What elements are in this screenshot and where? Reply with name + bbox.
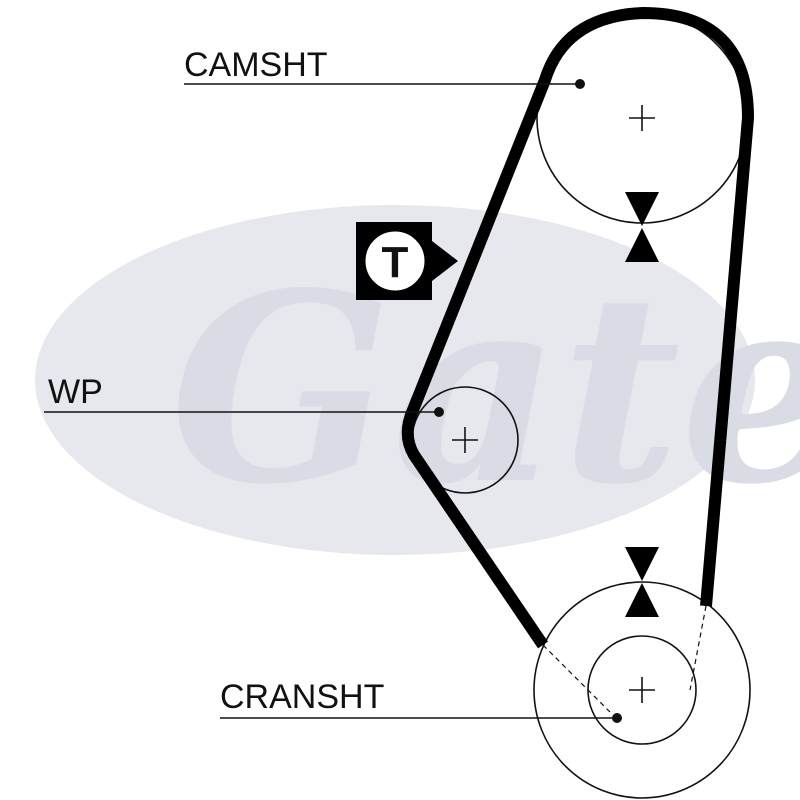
watermark-oval <box>35 205 755 555</box>
tensioner-symbol: T <box>356 222 458 300</box>
crankshaft-mark-upper-triangle <box>625 547 659 581</box>
watermark-text: Gates <box>170 237 800 542</box>
water-pump-label: WP <box>48 373 103 411</box>
crankshaft-label-group: CRANSHT <box>220 678 617 719</box>
camshaft-mark-lower-triangle <box>625 228 659 262</box>
tensioner-letter: T <box>382 238 409 287</box>
crankshaft-pulley <box>533 581 751 799</box>
camshaft-label: CAMSHT <box>184 46 328 84</box>
crankshaft-dashed-right <box>689 605 707 691</box>
camshaft-mark-upper-triangle <box>625 192 659 226</box>
tensioner-circle <box>362 228 428 294</box>
water-pump-label-group: WP <box>44 373 439 413</box>
crankshaft-mark-lower-triangle <box>625 583 659 617</box>
crankshaft-label: CRANSHT <box>220 678 384 716</box>
timing-belt <box>401 7 754 649</box>
crankshaft-dashed-left <box>542 644 611 713</box>
crankshaft-outer-circle <box>533 581 751 799</box>
camshaft-timing-mark <box>625 192 659 262</box>
gates-watermark: Gates <box>35 205 800 555</box>
camshaft-label-group: CAMSHT <box>184 46 580 85</box>
crankshaft-timing-mark <box>625 547 659 617</box>
